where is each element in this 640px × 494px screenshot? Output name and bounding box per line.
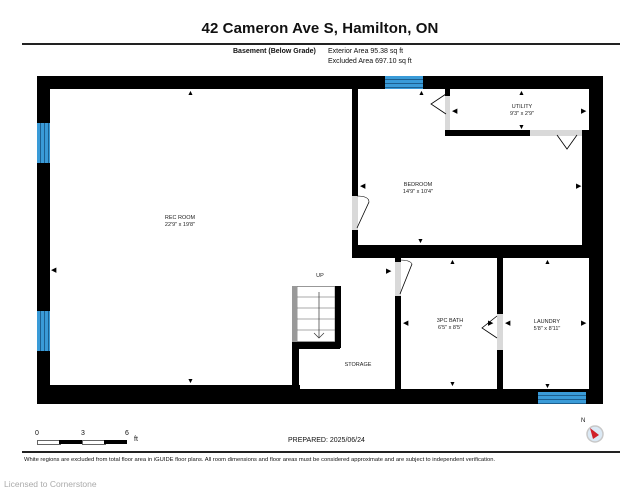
wall-bedroom-bottom [352, 245, 602, 258]
staircase[interactable] [292, 286, 335, 342]
arrow-down-icon: ▼ [187, 378, 194, 385]
room-dims: 14'9" x 10'4" [402, 189, 434, 195]
room-name: UTILITY [511, 104, 533, 110]
wall-utility-left-top [445, 89, 450, 96]
window-rec-upper [37, 123, 50, 163]
window-bedroom [385, 76, 423, 89]
door-laundry[interactable] [497, 314, 503, 350]
wall-bottom-right [290, 389, 603, 404]
scale-bar: 0 3 6 ft [33, 428, 163, 448]
door-swing-utility [430, 93, 447, 115]
footer-divider [22, 451, 620, 453]
arrow-right-icon: ▶ [581, 108, 587, 115]
room-utility: UTILITY 9'3" x 2'9" [492, 104, 552, 118]
compass-north-label: N [581, 418, 586, 424]
arrow-right-icon: ▶ [488, 320, 494, 327]
room-laundry: LAUNDRY 5'8" x 8'11" [517, 319, 577, 333]
header-divider [22, 43, 620, 45]
room-name: REC ROOM [164, 215, 196, 221]
arrow-right-icon: ▶ [576, 183, 582, 190]
wall-top [37, 76, 603, 89]
door-utility-closet[interactable] [530, 130, 582, 136]
page-title: 42 Cameron Ave S, Hamilton, ON [201, 20, 439, 37]
license-watermark: Licensed to Cornerstone [4, 479, 97, 489]
wall-storage-left [292, 347, 299, 391]
wall-stair-bottom [292, 342, 340, 349]
wall-stair-right [335, 286, 341, 348]
window-laundry [538, 392, 586, 404]
arrow-left-icon: ◀ [505, 320, 511, 327]
room-name: STORAGE [344, 362, 372, 368]
room-rec-room: REC ROOM 22'9" x 19'8" [150, 215, 210, 229]
exterior-area: Exterior Area 95.38 sq ft [328, 48, 404, 55]
room-name: BEDROOM [403, 182, 433, 188]
door-swing-laundry [481, 315, 498, 339]
stair-steps-icon [297, 286, 335, 342]
wall-bottom-rec [37, 385, 300, 404]
stair-rail [292, 286, 297, 342]
arrow-up-icon: ▲ [518, 90, 525, 97]
room-3pc-bath: 3PC BATH 6'5" x 8'5" [420, 318, 480, 332]
room-storage: STORAGE [330, 362, 386, 369]
arrow-up-icon: ▲ [544, 259, 551, 266]
arrow-left-icon: ◀ [51, 267, 57, 274]
wall-bath-left [395, 296, 401, 391]
scale-tick-3: 3 [81, 430, 85, 437]
room-dims: 5'8" x 8'11" [533, 326, 561, 332]
wall-bedroom-left-upper [352, 89, 358, 196]
arrow-down-icon: ▼ [449, 381, 456, 388]
wall-bath-left-top [395, 258, 401, 262]
stairs-label: UP [316, 273, 324, 279]
prepared-date: PREPARED: 2025/06/24 [288, 437, 365, 444]
door-swing-closet [556, 134, 578, 150]
arrow-up-icon: ▲ [449, 259, 456, 266]
room-dims: 9'3" x 2'9" [509, 111, 535, 117]
wall-bath-laundry-lower [497, 350, 503, 391]
room-dims: 22'9" x 19'8" [164, 222, 196, 228]
door-swing-bath [399, 259, 413, 295]
wall-bath-laundry-upper [497, 258, 503, 314]
arrow-right-icon: ▶ [386, 268, 392, 275]
window-rec-lower [37, 311, 50, 351]
arrow-down-icon: ▼ [518, 124, 525, 131]
room-name: LAUNDRY [533, 319, 561, 325]
arrow-left-icon: ◀ [360, 183, 366, 190]
level-label: Basement (Below Grade) [233, 48, 316, 55]
compass-icon: N [580, 418, 610, 448]
wall-utility-bottom [445, 130, 530, 136]
door-swing-bedroom [356, 195, 370, 229]
scale-tick-0: 0 [35, 430, 39, 437]
room-name: 3PC BATH [436, 318, 464, 324]
arrow-right-icon: ▶ [581, 320, 587, 327]
wall-bedroom-left-lower [352, 230, 358, 258]
door-bath[interactable] [395, 262, 401, 296]
floor-plan: UP REC ROOM 22'9" x 19'8" UTILITY 9'3" x… [37, 76, 603, 404]
excluded-area: Excluded Area 697.10 sq ft [328, 58, 412, 65]
arrow-up-icon: ▲ [187, 90, 194, 97]
room-bedroom: BEDROOM 14'9" x 10'4" [388, 182, 448, 196]
door-utility[interactable] [445, 96, 450, 130]
arrow-down-icon: ▼ [417, 238, 424, 245]
room-dims: 6'5" x 8'5" [437, 325, 463, 331]
scale-unit: ft [134, 436, 138, 443]
arrow-down-icon: ▼ [544, 383, 551, 390]
wall-right-thick [582, 130, 603, 258]
arrow-left-icon: ◀ [403, 320, 409, 327]
scale-tick-6: 6 [125, 430, 129, 437]
disclaimer: White regions are excluded from total fl… [24, 457, 496, 463]
arrow-up-icon: ▲ [418, 90, 425, 97]
door-bedroom[interactable] [352, 196, 358, 230]
arrow-left-icon: ◀ [452, 108, 458, 115]
